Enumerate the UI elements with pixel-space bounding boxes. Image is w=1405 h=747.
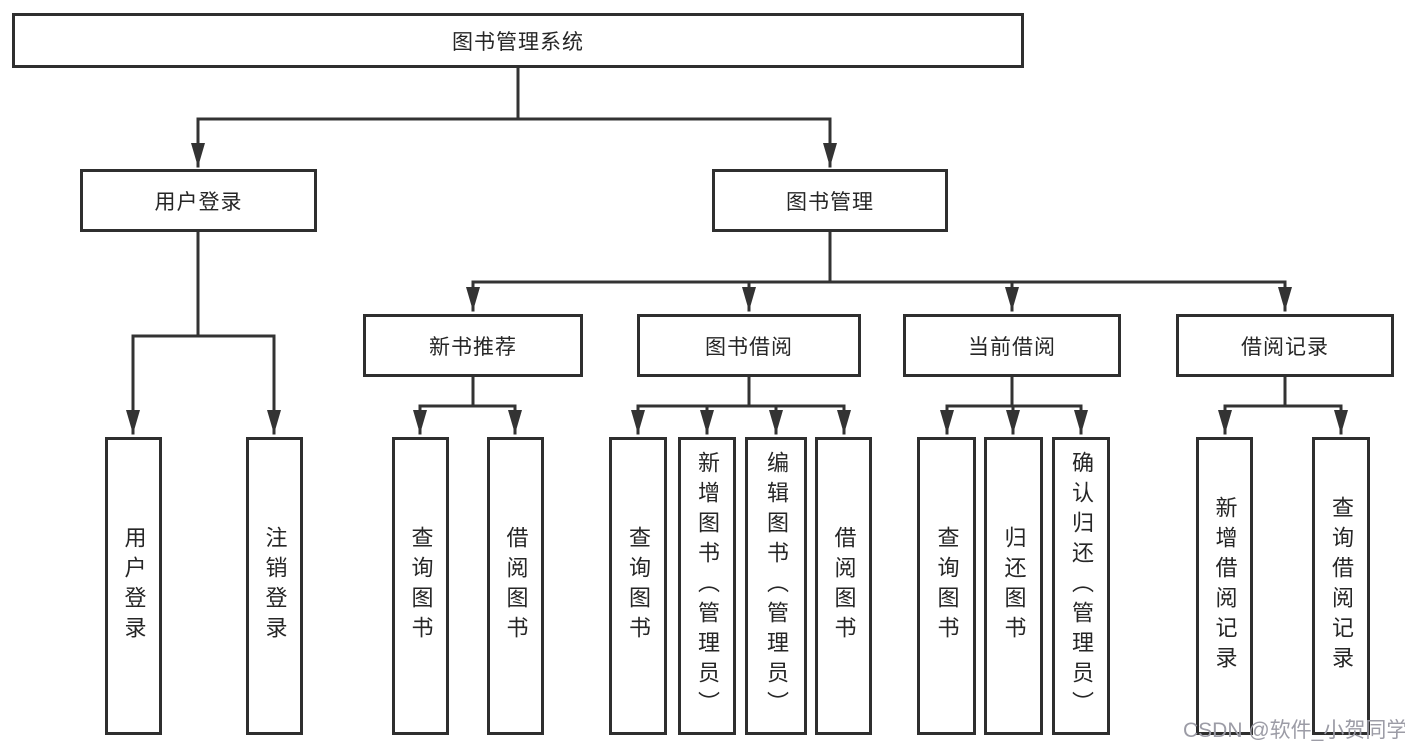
edges-book-borrow-children	[631, 375, 851, 435]
node-borrow-record: 借阅记录	[1176, 314, 1394, 377]
leaf-label: 查询图书	[934, 526, 960, 646]
leaf-edit-books-admin: 编辑图书（管理员）	[745, 437, 807, 735]
leaf-label: 查询借阅记录	[1329, 496, 1354, 676]
node-current-borrow: 当前借阅	[903, 314, 1121, 377]
node-label: 借阅记录	[1241, 335, 1329, 359]
leaf-label: 借阅图书	[503, 526, 529, 646]
node-root: 图书管理系统	[12, 13, 1024, 68]
leaf-label: 归还图书	[1001, 526, 1027, 646]
node-label: 图书管理	[786, 190, 874, 214]
leaf-query-books-borrow: 查询图书	[609, 437, 667, 735]
leaf-confirm-return-admin: 确认归还（管理员）	[1052, 437, 1110, 735]
edges-book-management-children	[466, 230, 1292, 312]
node-new-book-recommend: 新书推荐	[363, 314, 583, 377]
node-label: 图书借阅	[705, 335, 793, 359]
leaf-query-books-recommend: 查询图书	[392, 437, 449, 735]
leaf-label: 确认归还（管理员）	[1069, 451, 1094, 721]
leaf-borrow-books: 借阅图书	[815, 437, 872, 735]
leaf-user-login: 用户登录	[105, 437, 162, 735]
leaf-label: 用户登录	[121, 526, 147, 646]
leaf-label: 注销登录	[262, 526, 288, 646]
node-book-borrow: 图书借阅	[637, 314, 861, 377]
node-book-management: 图书管理	[712, 169, 948, 232]
leaf-label: 新增借阅记录	[1212, 496, 1238, 676]
csdn-watermark: CSDN @软件_小贺同学	[1183, 719, 1405, 742]
leaf-logout-login: 注销登录	[246, 437, 303, 735]
leaf-label: 借阅图书	[831, 526, 857, 646]
edges-current-borrow-children	[940, 375, 1088, 435]
edges-root-to-level2	[191, 66, 837, 168]
leaf-add-books-admin: 新增图书（管理员）	[678, 437, 736, 735]
leaf-label: 新增图书（管理员）	[695, 451, 720, 721]
leaf-return-books: 归还图书	[984, 437, 1043, 735]
node-label: 新书推荐	[429, 335, 517, 359]
edges-user-login-children	[126, 230, 281, 435]
leaf-label: 编辑图书（管理员）	[764, 451, 789, 721]
node-label: 当前借阅	[968, 335, 1056, 359]
leaf-label: 查询图书	[626, 526, 651, 646]
node-label: 图书管理系统	[452, 30, 584, 54]
leaf-query-books-current: 查询图书	[917, 437, 976, 735]
node-user-login: 用户登录	[80, 169, 317, 232]
leaf-query-borrow-record: 查询借阅记录	[1312, 437, 1370, 735]
leaf-borrow-books-recommend: 借阅图书	[487, 437, 544, 735]
edges-borrow-record-children	[1218, 375, 1348, 435]
node-label: 用户登录	[154, 190, 243, 214]
leaf-label: 查询图书	[408, 526, 434, 646]
edges-new-book-recommend-children	[413, 375, 522, 435]
leaf-add-borrow-record: 新增借阅记录	[1196, 437, 1253, 735]
